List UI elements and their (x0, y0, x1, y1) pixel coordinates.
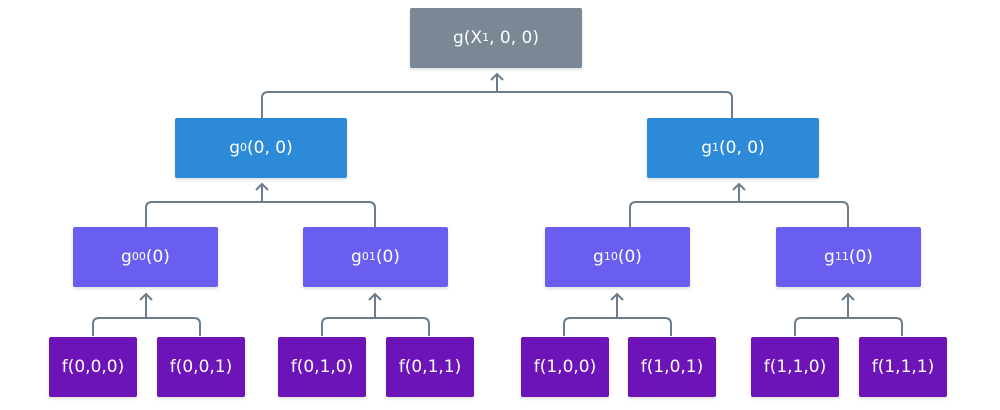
leaf-f111: f(1,1,1) (859, 337, 947, 397)
edge-merge-to-g11 (841, 292, 855, 318)
edge-merge-to-g10 (610, 292, 624, 318)
node-g1-tail: (0, 0) (719, 138, 765, 158)
leaf-f000: f(0,0,0) (49, 337, 137, 397)
edge-merge-to-g1 (732, 182, 746, 202)
edge-g0-to-root (261, 91, 733, 118)
leaf-f010: f(0,1,0) (278, 337, 366, 397)
node-g00-main: g (121, 247, 132, 267)
edge-merge-to-g01 (368, 292, 382, 318)
node-g11-tail: (0) (848, 247, 873, 267)
edge-leaves-to-g00 (92, 317, 201, 336)
edge-merge-to-root (490, 72, 504, 92)
edge-leaves-to-g11 (794, 317, 903, 336)
edge-leaves-to-g10 (563, 317, 672, 336)
node-g01-main: g (351, 247, 362, 267)
edge-merge-to-g0 (255, 182, 269, 202)
node-g01-tail: (0) (375, 247, 400, 267)
root-label-main: g(X (453, 28, 483, 48)
node-g1-main: g (701, 138, 713, 158)
node-g00-tail: (0) (145, 247, 170, 267)
leaf-f100: f(1,0,0) (521, 337, 609, 397)
root-label-tail: , 0, 0) (489, 28, 539, 48)
leaf-f110: f(1,1,0) (751, 337, 839, 397)
edge-leaves-to-g01 (321, 317, 430, 336)
edge-g00-g01-to-g0 (145, 201, 376, 227)
node-g11-main: g (824, 247, 835, 267)
node-g10-tail: (0) (617, 247, 642, 267)
node-g0-tail: (0, 0) (247, 138, 293, 158)
edge-g10-g11-to-g1 (629, 201, 849, 227)
leaf-f101: f(1,0,1) (628, 337, 716, 397)
leaf-f011: f(0,1,1) (386, 337, 474, 397)
node-g0-main: g (229, 138, 241, 158)
edge-merge-to-g00 (139, 292, 153, 318)
node-g10-main: g (593, 247, 604, 267)
leaf-f001: f(0,0,1) (157, 337, 245, 397)
